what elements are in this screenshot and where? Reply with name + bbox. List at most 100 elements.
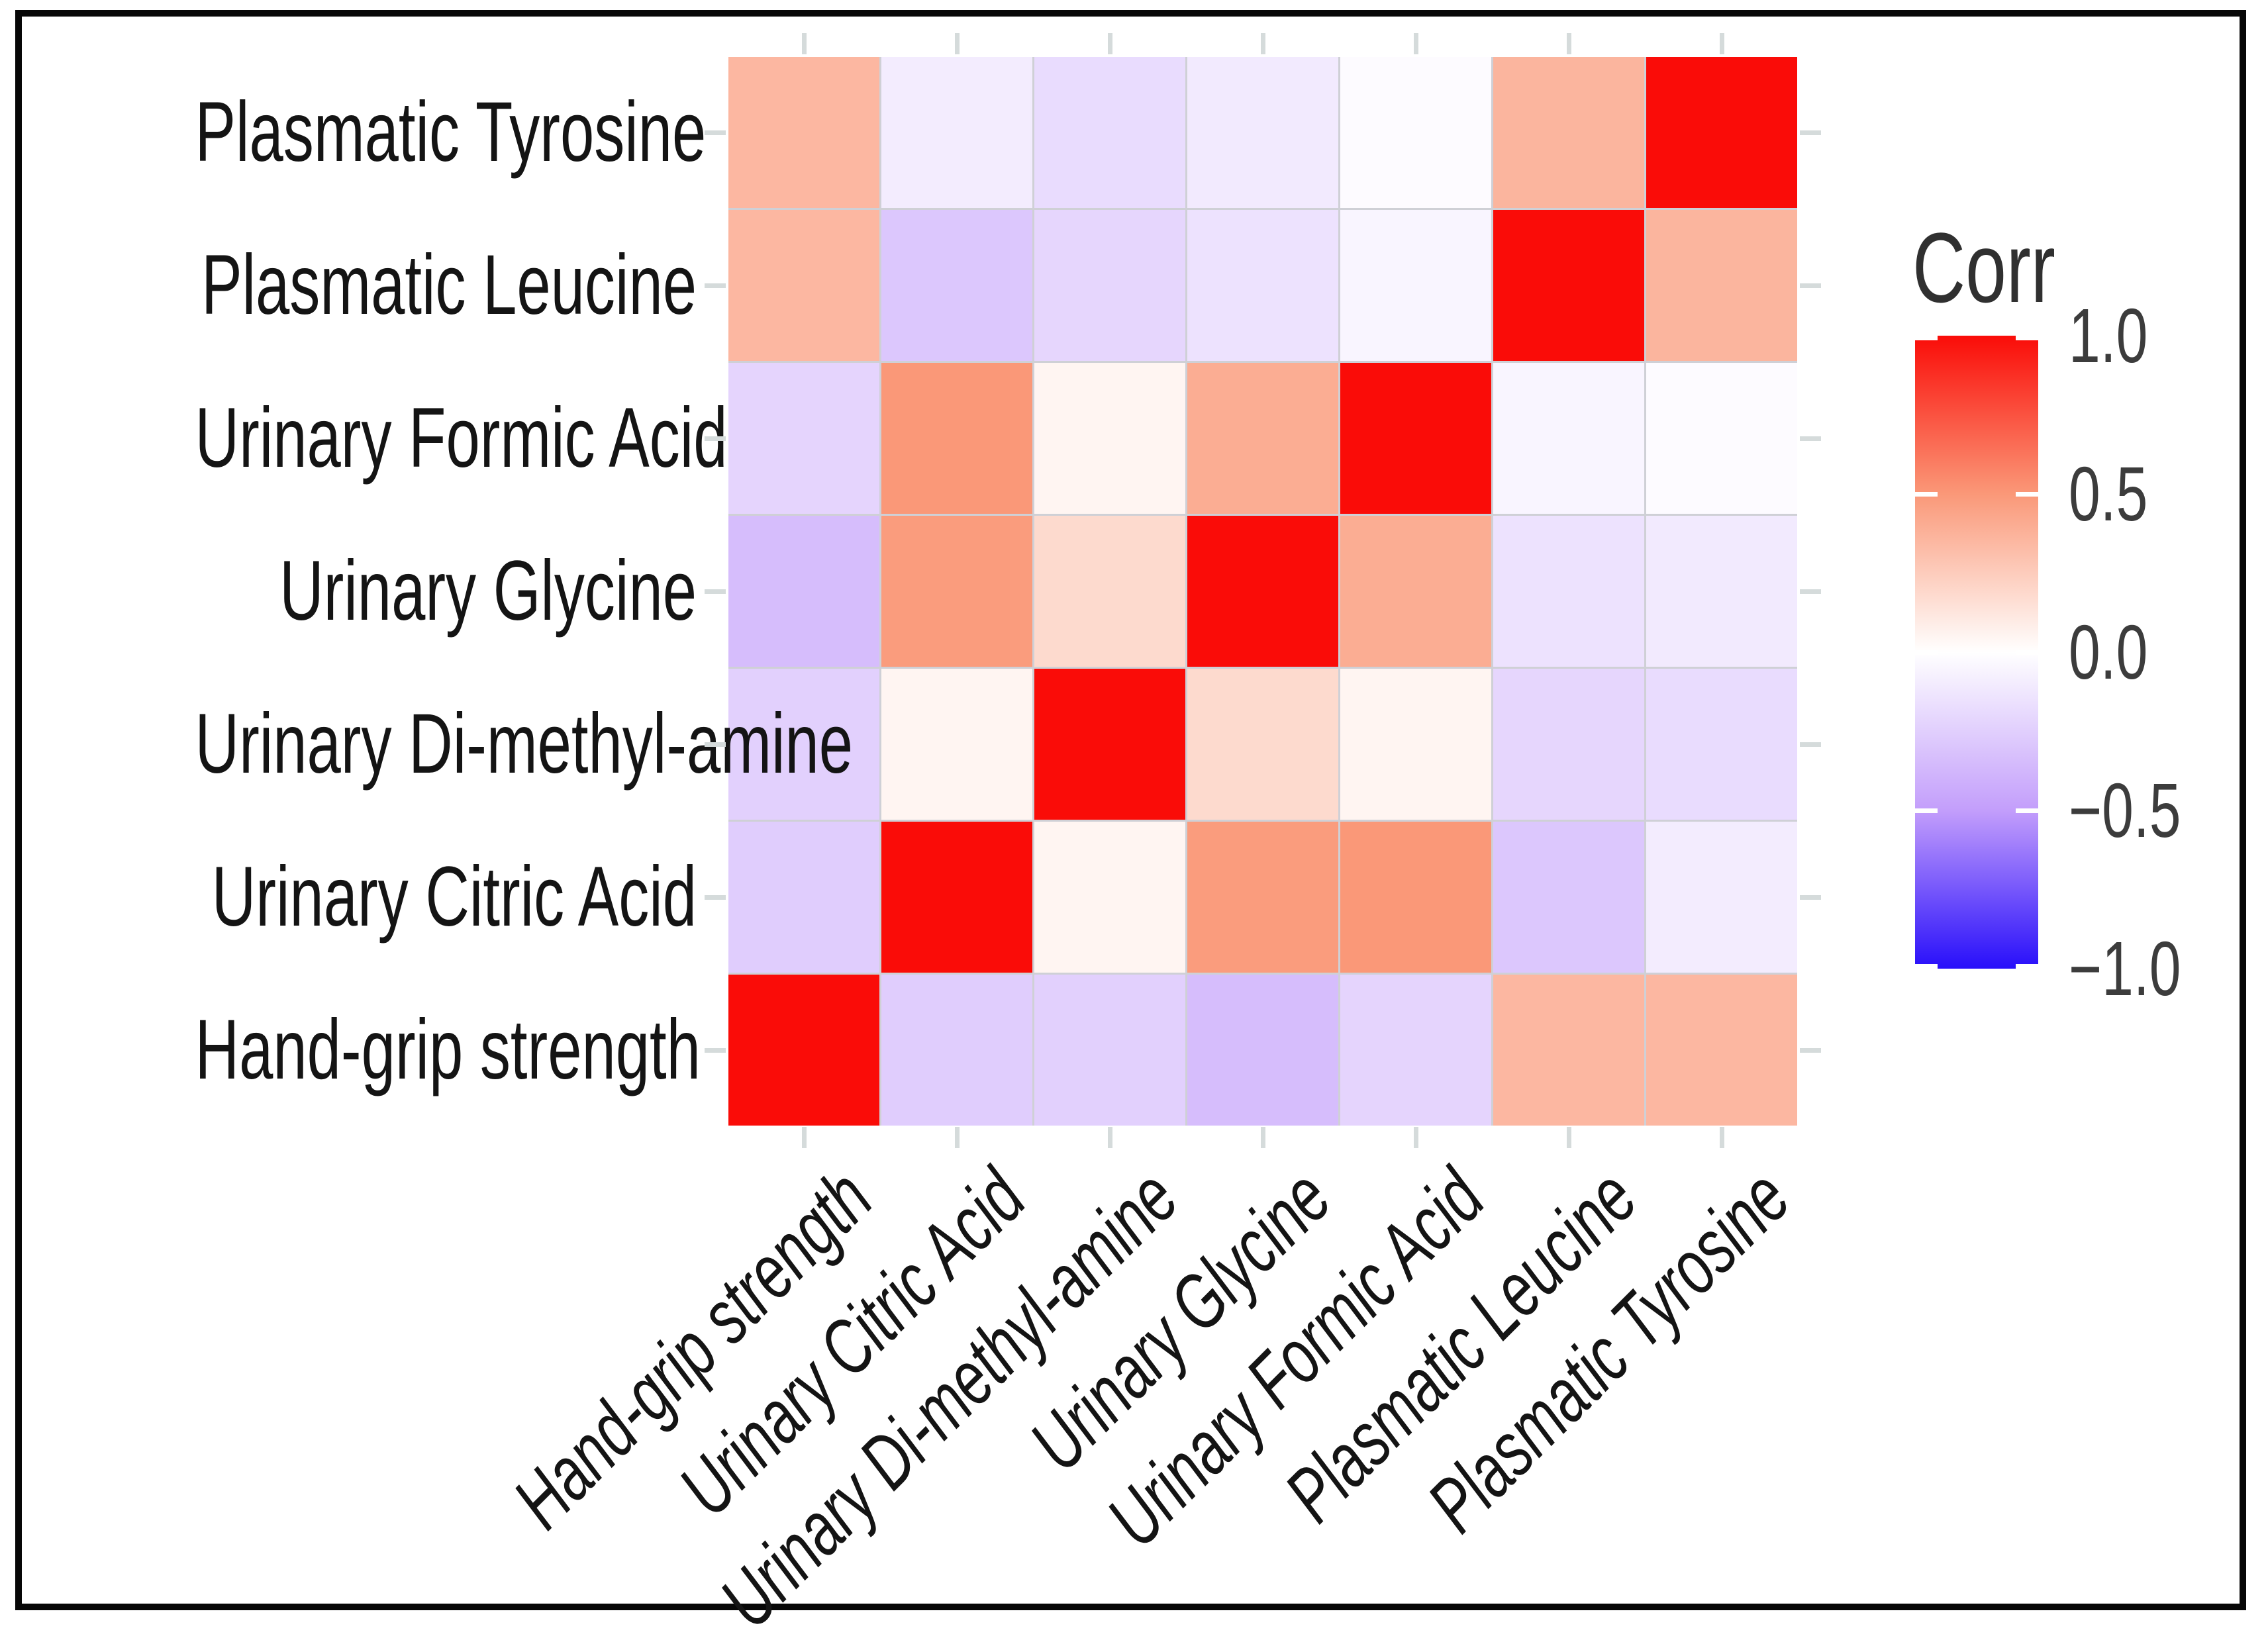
heatmap-cell [1646, 363, 1797, 514]
y-axis-label: Urinary Formic Acid [195, 391, 728, 485]
axis-tick [1108, 33, 1112, 54]
legend-tick-notch [1915, 964, 1938, 969]
heatmap-cell [1340, 822, 1491, 973]
legend-tick-label: 0.5 [2069, 451, 2148, 537]
axis-tick [1720, 33, 1724, 54]
axis-tick [1414, 33, 1418, 54]
axis-tick [802, 33, 807, 54]
legend-tick-notch [2016, 336, 2038, 340]
heatmap-cell [728, 516, 879, 667]
axis-tick [1720, 1127, 1724, 1148]
heatmap-cell [1034, 975, 1185, 1126]
legend-title: Corr [1912, 212, 2055, 323]
legend-tick-notch [2016, 808, 2038, 813]
axis-tick [1800, 895, 1821, 900]
heatmap-cell [881, 363, 1032, 514]
axis-tick [1800, 1048, 1821, 1053]
heatmap-cell [1187, 822, 1338, 973]
axis-tick [705, 436, 726, 441]
axis-tick [802, 1127, 807, 1148]
heatmap-cell [1187, 210, 1338, 361]
heatmap-cell [1187, 516, 1338, 667]
axis-tick [1261, 1127, 1265, 1148]
axis-tick [1800, 130, 1821, 135]
axis-tick [705, 130, 726, 135]
heatmap-cell [1646, 822, 1797, 973]
heatmap-cell [1340, 210, 1491, 361]
correlation-heatmap [728, 57, 1797, 1126]
heatmap-cell [728, 669, 879, 820]
heatmap-cell [728, 822, 879, 973]
heatmap-cell [1340, 57, 1491, 208]
heatmap-cell [1034, 210, 1185, 361]
y-axis-label: Urinary Citric Acid [211, 849, 697, 944]
legend-tick-notch [2016, 650, 2038, 655]
legend-tick-notch [2016, 964, 2038, 969]
heatmap-cell [881, 822, 1032, 973]
y-axis-label: Hand-grip strength [195, 1002, 701, 1097]
legend-colorbar [1915, 336, 2038, 969]
heatmap-cell [1034, 822, 1185, 973]
axis-tick [705, 283, 726, 288]
axis-tick [1108, 1127, 1112, 1148]
axis-tick [1800, 283, 1821, 288]
axis-tick [1800, 742, 1821, 747]
legend-tick-notch [1915, 650, 1938, 655]
heatmap-cell [1340, 669, 1491, 820]
y-axis-label: Plasmatic Leucine [201, 238, 697, 332]
heatmap-cell [1493, 210, 1644, 361]
heatmap-cell [1493, 975, 1644, 1126]
heatmap-cell [881, 210, 1032, 361]
axis-tick [1567, 1127, 1571, 1148]
legend-tick-notch [1915, 808, 1938, 813]
heatmap-cell [1340, 363, 1491, 514]
axis-tick [1800, 589, 1821, 594]
axis-tick [955, 33, 960, 54]
heatmap-cell [1340, 516, 1491, 667]
y-axis-label: Urinary Glycine [279, 544, 697, 638]
heatmap-cell [1340, 975, 1491, 1126]
legend-tick-label: −1.0 [2069, 926, 2181, 1012]
heatmap-cell [1646, 516, 1797, 667]
heatmap-cell [1646, 975, 1797, 1126]
heatmap-cell [1646, 669, 1797, 820]
y-axis-label: Plasmatic Tyrosine [195, 85, 707, 179]
axis-tick [705, 1048, 726, 1053]
heatmap-cell [1187, 57, 1338, 208]
heatmap-cell [728, 210, 879, 361]
heatmap-cell [1646, 210, 1797, 361]
heatmap-cell [881, 669, 1032, 820]
axis-tick [705, 895, 726, 900]
legend-tick-notch [1915, 336, 1938, 340]
y-axis-label: Urinary Di-methyl-amine [195, 697, 854, 791]
figure-frame [15, 10, 2246, 1610]
axis-tick [1414, 1127, 1418, 1148]
heatmap-cell [1034, 669, 1185, 820]
axis-tick [1800, 436, 1821, 441]
legend-tick-label: −0.5 [2069, 767, 2181, 853]
heatmap-cell [1034, 363, 1185, 514]
heatmap-cell [1493, 57, 1644, 208]
legend-tick-label: 1.0 [2069, 293, 2148, 379]
heatmap-cell [1187, 669, 1338, 820]
axis-tick [705, 589, 726, 594]
axis-tick [955, 1127, 960, 1148]
legend-tick-notch [1915, 491, 1938, 497]
legend-tick-notch [2016, 491, 2038, 497]
heatmap-cell [728, 975, 879, 1126]
heatmap-cell [881, 516, 1032, 667]
heatmap-cell [881, 975, 1032, 1126]
heatmap-cell [1493, 516, 1644, 667]
heatmap-cell [1034, 516, 1185, 667]
heatmap-cell [1034, 57, 1185, 208]
heatmap-cell [728, 57, 879, 208]
heatmap-cell [1493, 669, 1644, 820]
axis-tick [705, 742, 726, 747]
heatmap-cell [728, 363, 879, 514]
heatmap-cell [1646, 57, 1797, 208]
axis-tick [1261, 33, 1265, 54]
legend-tick-label: 0.0 [2069, 609, 2148, 695]
heatmap-cell [1493, 822, 1644, 973]
axis-tick [1567, 33, 1571, 54]
